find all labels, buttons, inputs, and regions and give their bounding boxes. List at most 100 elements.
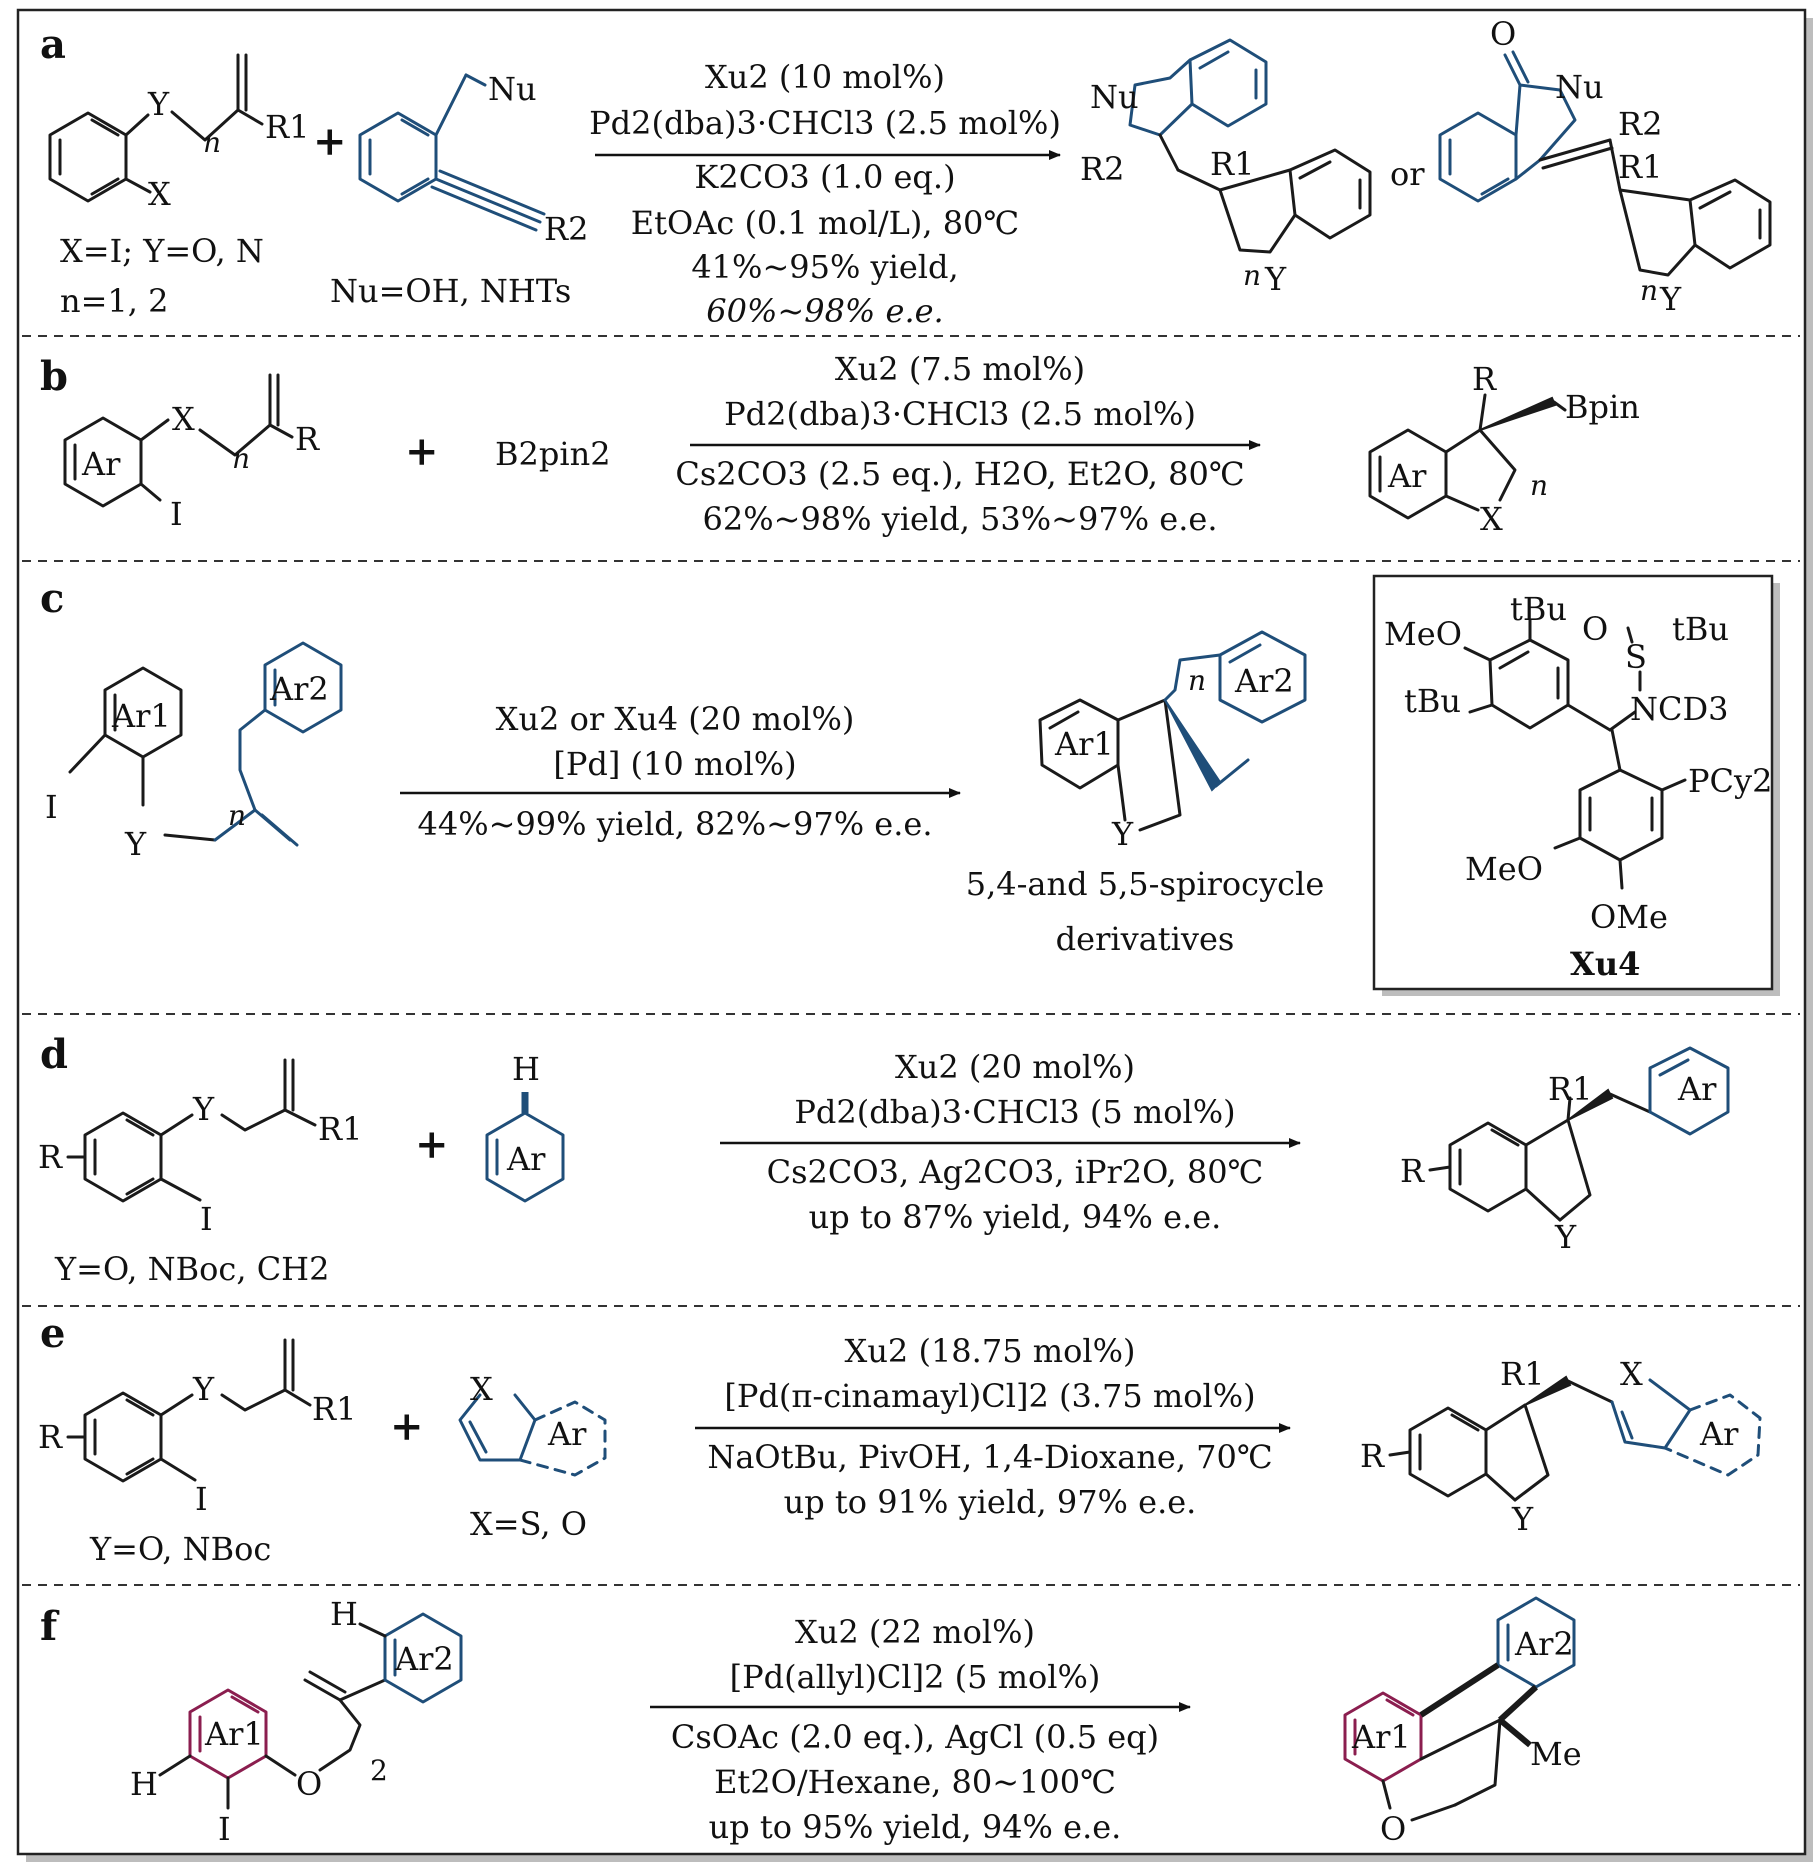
atom-X: X xyxy=(148,175,171,213)
condition-d-3: Cs2CO3, Ag2CO3, iPr2O, 80℃ xyxy=(767,1153,1264,1191)
atom-X: X xyxy=(172,400,195,438)
atom-tBu: tBu xyxy=(1672,610,1729,648)
atom-X: X xyxy=(1620,1355,1643,1393)
conditions-f: Xu2 (22 mol%) [Pd(allyl)Cl]2 (5 mol%) Cs… xyxy=(650,1613,1191,1846)
atom-R: R xyxy=(1400,1152,1425,1190)
condition-e-3: NaOtBu, PivOH, 1,4-Dioxane, 70℃ xyxy=(707,1438,1272,1476)
reactant-e2: X Ar X=S, O xyxy=(458,1370,607,1543)
plus-sign: + xyxy=(405,428,439,475)
atom-Nu: Nu xyxy=(488,70,537,108)
atom-Ar2: Ar2 xyxy=(1234,662,1294,700)
condition-b-2: Pd2(dba)3·CHCl3 (2.5 mol%) xyxy=(724,395,1196,433)
atom-H: H xyxy=(512,1050,540,1088)
condition-a-3: K2CO3 (1.0 eq.) xyxy=(694,158,955,196)
atom-I: I xyxy=(170,495,183,533)
panel-b: b Ar X I n R + B2pin2 Xu2 (7.5 mol%) Pd2… xyxy=(40,350,1640,538)
plus-sign: + xyxy=(415,1121,449,1168)
atom-Me: Me xyxy=(1530,1735,1582,1773)
panel-d: d R Y I R1 Y=O, NBoc, CH2 + H Ar xyxy=(38,1031,1730,1288)
reactant-e1: R Y I R1 Y=O, NBoc xyxy=(38,1338,356,1568)
sub-text-e-2: X=S, O xyxy=(470,1505,587,1543)
atom-R: R xyxy=(1472,360,1497,398)
atom-n: n xyxy=(203,126,221,159)
atom-R: R xyxy=(38,1418,63,1456)
condition-f-3: CsOAc (2.0 eq.), AgCl (0.5 eq) xyxy=(671,1718,1159,1756)
atom-Y: Y xyxy=(124,825,147,863)
atom-R1: R1 xyxy=(265,108,309,146)
panel-e: e R Y I R1 Y=O, NBoc + X Ar xyxy=(38,1310,1762,1568)
condition-a-1: Xu2 (10 mol%) xyxy=(705,58,945,96)
atom-Y: Y xyxy=(192,1090,215,1128)
atom-R1: R1 xyxy=(318,1110,362,1148)
reactant-a2: Nu R2 Nu=OH, NHTs xyxy=(330,70,588,310)
atom-R: R xyxy=(295,420,320,458)
atom-I: I xyxy=(45,788,58,826)
panel-label-a: a xyxy=(40,21,66,68)
sub-text-e-1: Y=O, NBoc xyxy=(89,1530,271,1568)
condition-b-3: Cs2CO3 (2.5 eq.), H2O, Et2O, 80℃ xyxy=(675,455,1244,493)
atom-R2: R2 xyxy=(1618,105,1662,143)
reactant-d1: R Y I R1 Y=O, NBoc, CH2 xyxy=(38,1058,362,1288)
atom-R1: R1 xyxy=(1618,148,1662,186)
atom-R2: R2 xyxy=(544,210,588,248)
panel-label-e: e xyxy=(40,1310,65,1357)
atom-X: X xyxy=(1480,500,1503,538)
panel-c: c Ar1 Ar2 I Y n Xu2 or Xu4 (20 mol%) [Pd… xyxy=(40,574,1780,996)
atom-Y: Y xyxy=(147,85,170,123)
panel-label-d: d xyxy=(40,1031,68,1078)
atom-H: H xyxy=(130,1765,158,1803)
product-b: Ar R Bpin X n xyxy=(1368,360,1640,538)
atom-Nu: Nu xyxy=(1555,68,1604,106)
atom-Ar2: Ar2 xyxy=(1514,1625,1574,1663)
atom-O: O xyxy=(1582,610,1608,648)
atom-Y: Y xyxy=(1111,815,1134,853)
atom-MeO: MeO xyxy=(1465,850,1543,888)
atom-Ar: Ar xyxy=(81,445,121,483)
atom-Ar1: Ar1 xyxy=(1351,1718,1411,1756)
atom-n: n xyxy=(228,799,246,832)
atom-Y: Y xyxy=(1264,260,1287,298)
atom-R: R xyxy=(38,1138,63,1176)
reactant-f: Ar1 Ar2 H H I O 2 xyxy=(130,1595,463,1848)
condition-a-2: Pd2(dba)3·CHCl3 (2.5 mol%) xyxy=(589,104,1061,142)
condition-e-4: up to 91% yield, 97% e.e. xyxy=(784,1483,1197,1521)
condition-b-4: 62%~98% yield, 53%~97% e.e. xyxy=(703,500,1218,538)
condition-f-1: Xu2 (22 mol%) xyxy=(795,1613,1035,1651)
atom-I: I xyxy=(195,1480,208,1518)
condition-d-4: up to 87% yield, 94% e.e. xyxy=(809,1198,1222,1236)
atom-R1: R1 xyxy=(1500,1355,1544,1393)
atom-R1: R1 xyxy=(1210,145,1254,183)
condition-f-5: up to 95% yield, 94% e.e. xyxy=(709,1808,1122,1846)
atom-Ar2: Ar2 xyxy=(269,670,329,708)
panel-label-b: b xyxy=(40,353,68,400)
sub-text-a-3: Nu=OH, NHTs xyxy=(330,272,571,310)
atom-Y: Y xyxy=(1659,280,1682,318)
sub-text-a-2: n=1, 2 xyxy=(60,282,168,320)
ligand-box-xu4: MeO tBu tBu O S tBu NCD3 PCy2 MeO OMe Xu… xyxy=(1372,574,1780,996)
atom-n: n xyxy=(1530,469,1548,502)
condition-a-4: EtOAc (0.1 mol/L), 80℃ xyxy=(631,204,1019,242)
atom-Nu: Nu xyxy=(1090,78,1139,116)
atom-I: I xyxy=(200,1200,213,1238)
product-c: Ar1 Ar2 Y n 5,4-and 5,5-spirocycle deriv… xyxy=(966,630,1324,958)
panel-a: a Y X n R1 X=I; Y=O, N n=1, 2 + xyxy=(40,15,1772,330)
sub-text-d: Y=O, NBoc, CH2 xyxy=(54,1250,329,1288)
reactant-b1: Ar X I n R xyxy=(63,373,320,533)
atom-R2: R2 xyxy=(1080,150,1124,188)
condition-e-2: [Pd(π-cinamayl)Cl]2 (3.75 mol%) xyxy=(724,1377,1255,1415)
product-caption-c-2: derivatives xyxy=(1056,920,1235,958)
atom-Ar1: Ar1 xyxy=(204,1715,264,1753)
reactant-a1: Y X n R1 X=I; Y=O, N n=1, 2 xyxy=(48,53,309,320)
reagent-b: B2pin2 xyxy=(495,435,611,473)
atom-n: n xyxy=(232,442,250,475)
atom-tBu: tBu xyxy=(1404,682,1461,720)
atom-Ar2: Ar2 xyxy=(394,1640,454,1678)
conditions-b: Xu2 (7.5 mol%) Pd2(dba)3·CHCl3 (2.5 mol%… xyxy=(675,350,1261,538)
atom-Ar1: Ar1 xyxy=(1054,725,1114,763)
product-f: Ar1 Ar2 Me O xyxy=(1343,1596,1582,1848)
sub-text-a-1: X=I; Y=O, N xyxy=(60,232,264,270)
atom-PCy2: PCy2 xyxy=(1688,762,1772,800)
atom-OMe: OMe xyxy=(1590,898,1668,936)
condition-f-2: [Pd(allyl)Cl]2 (5 mol%) xyxy=(730,1658,1101,1696)
